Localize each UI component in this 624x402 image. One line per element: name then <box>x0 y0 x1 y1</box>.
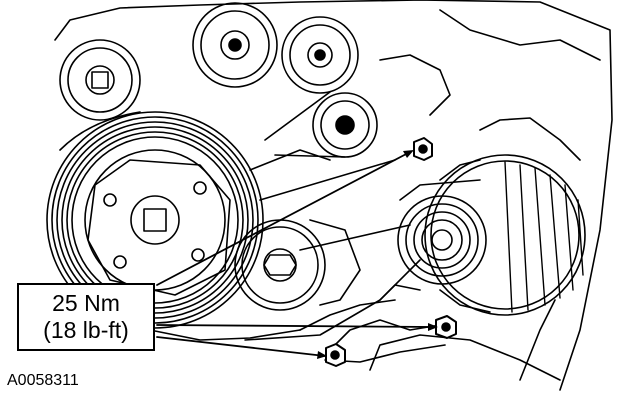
figure-id-label: A0058311 <box>7 372 79 389</box>
alternator-bolt-upper <box>413 137 433 161</box>
leader-lines <box>156 151 437 357</box>
leader-arrowheads <box>317 150 438 359</box>
crankshaft-pulley <box>46 111 264 329</box>
torque-value-nm: 25 Nm <box>52 290 120 316</box>
idler-pulley-upper-left <box>59 39 141 121</box>
torque-specification-callout: 25 Nm (18 lb-ft) <box>17 283 155 351</box>
alternator-bolt-lower-right <box>435 315 457 339</box>
torque-value-lbft: (18 lb-ft) <box>43 317 129 343</box>
drive-belt <box>244 91 421 341</box>
generator-alternator <box>397 117 586 316</box>
alternator-bolt-lower-left <box>325 343 346 367</box>
